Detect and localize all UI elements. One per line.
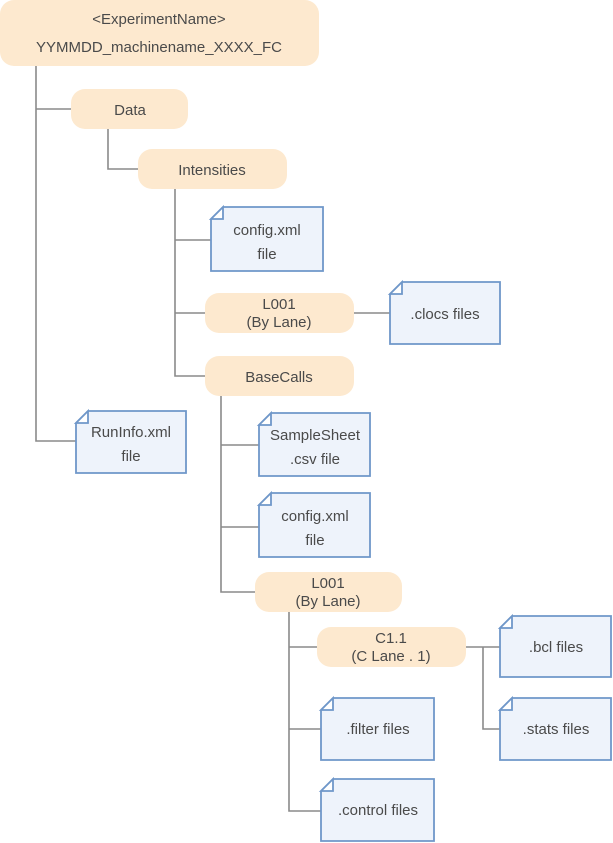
file-fold-icon xyxy=(256,410,272,426)
intensities-lane-label-line1: L001 xyxy=(262,296,295,313)
root-folder-label-line1: <ExperimentName> xyxy=(92,11,226,28)
connector-root-trunk xyxy=(35,66,76,442)
runinfo-label-line1: RunInfo.xml xyxy=(91,424,171,441)
samplesheet-label-line1: SampleSheet xyxy=(270,427,361,444)
basecalls-lane-folder[interactable]: L001 (By Lane) xyxy=(255,572,402,612)
basecalls-folder-box xyxy=(205,356,354,396)
file-fold-icon xyxy=(208,204,224,220)
root-folder-box xyxy=(0,0,319,66)
samplesheet-label-line2: .csv file xyxy=(290,451,340,468)
cycle-folder-label-line1: C1.1 xyxy=(375,630,407,647)
basecalls-config-file[interactable]: config.xml file xyxy=(256,490,371,558)
data-folder[interactable]: Data xyxy=(71,89,188,129)
file-fold-icon xyxy=(73,408,89,424)
basecalls-folder-label: BaseCalls xyxy=(245,369,313,386)
stats-file[interactable]: .stats files xyxy=(497,695,612,761)
connector-basecalls-trunk xyxy=(220,396,255,593)
basecalls-lane-folder-box xyxy=(255,572,402,612)
connector-lane-trunk xyxy=(288,612,321,812)
root-folder[interactable]: <ExperimentName> YYMMDD_machinename_XXXX… xyxy=(0,0,319,66)
intensities-folder[interactable]: Intensities xyxy=(138,149,287,189)
file-fold-icon xyxy=(256,490,272,506)
basecalls-folder[interactable]: BaseCalls xyxy=(205,356,354,396)
connector-cycle-to-stats xyxy=(482,647,500,730)
basecalls-lane-label-line2: (By Lane) xyxy=(295,593,360,610)
file-fold-icon xyxy=(318,695,334,711)
clocs-file[interactable]: .clocs files xyxy=(387,279,501,345)
filter-file[interactable]: .filter files xyxy=(318,695,435,761)
control-file[interactable]: .control files xyxy=(318,776,435,842)
root-folder-label-line2: YYMMDD_machinename_XXXX_FC xyxy=(36,39,282,56)
samplesheet-file[interactable]: SampleSheet .csv file xyxy=(256,410,371,477)
control-file-label: .control files xyxy=(338,802,418,819)
bcl-file[interactable]: .bcl files xyxy=(497,613,612,678)
stats-file-label: .stats files xyxy=(523,721,590,738)
clocs-file-label: .clocs files xyxy=(410,306,479,323)
cycle-folder-label-line2: (C Lane . 1) xyxy=(351,648,430,665)
runinfo-file[interactable]: RunInfo.xml file xyxy=(73,408,187,474)
intensities-config-label-line2: file xyxy=(257,246,276,263)
file-fold-icon xyxy=(497,613,513,629)
intensities-folder-box xyxy=(138,149,287,189)
basecalls-config-label-line2: file xyxy=(305,532,324,549)
runinfo-label-line2: file xyxy=(121,448,140,465)
file-fold-icon xyxy=(497,695,513,711)
intensities-lane-folder-box xyxy=(205,293,354,333)
data-folder-label: Data xyxy=(114,102,146,119)
bcl-file-label: .bcl files xyxy=(529,639,583,656)
basecalls-lane-label-line1: L001 xyxy=(311,575,344,592)
data-folder-box xyxy=(71,89,188,129)
intensities-lane-label-line2: (By Lane) xyxy=(246,314,311,331)
filter-file-label: .filter files xyxy=(346,721,409,738)
intensities-config-label-line1: config.xml xyxy=(233,222,301,239)
basecalls-config-label-line1: config.xml xyxy=(281,508,349,525)
intensities-config-file[interactable]: config.xml file xyxy=(208,204,324,272)
tree-connectors xyxy=(35,66,500,812)
cycle-folder[interactable]: C1.1 (C Lane . 1) xyxy=(317,627,466,667)
intensities-folder-label: Intensities xyxy=(178,162,246,179)
file-fold-icon xyxy=(318,776,334,792)
intensities-lane-folder[interactable]: L001 (By Lane) xyxy=(205,293,354,333)
connector-intensities-trunk xyxy=(174,189,205,377)
cycle-folder-box xyxy=(317,627,466,667)
file-fold-icon xyxy=(387,279,403,295)
connector-data-to-intensities xyxy=(107,129,138,170)
